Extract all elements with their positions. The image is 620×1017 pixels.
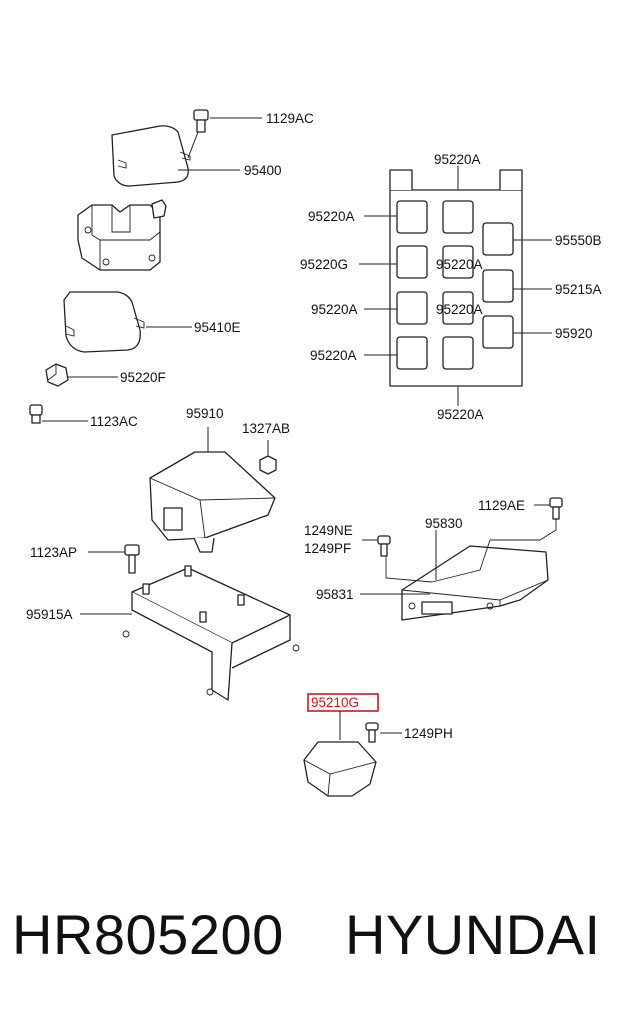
label-1123AC: 1123AC	[90, 414, 138, 429]
label-95400: 95400	[244, 163, 282, 178]
bolt-1129AE-icon	[549, 497, 563, 520]
label-95830: 95830	[425, 516, 463, 531]
label-1249PF: 1249PF	[304, 541, 351, 556]
label-95410E: 95410E	[194, 320, 241, 335]
label-95920: 95920	[555, 326, 593, 341]
label-95220A-top: 95220A	[434, 152, 481, 167]
bolt-1123AC-icon	[29, 404, 43, 424]
brand-name: HYUNDAI	[345, 903, 601, 966]
nut-1327AB-icon	[259, 455, 277, 475]
module-95830	[385, 518, 557, 621]
bolt-1129AC-icon	[193, 109, 209, 133]
parts-diagram: 1129AC 95400 95410E 95220F 1123AC 95910 …	[26, 109, 602, 797]
label-1249NE: 1249NE	[304, 523, 353, 538]
label-1123AP: 1123AP	[30, 545, 77, 560]
label-95215A: 95215A	[555, 282, 602, 297]
label-1129AC: 1129AC	[266, 111, 314, 126]
label-95220A-bottom: 95220A	[437, 407, 484, 422]
label-95220A-mid2: 95220A	[436, 302, 483, 317]
bracket-assembly	[77, 199, 167, 271]
label-95220A-2: 95220A	[311, 302, 358, 317]
relay-box	[389, 169, 523, 387]
bolt-1249NE-icon	[377, 535, 391, 557]
cover-95400	[111, 125, 191, 187]
part-number: HR805200	[12, 903, 284, 966]
label-1249PH: 1249PH	[404, 726, 453, 741]
label-95831: 95831	[316, 587, 354, 602]
label-95550B: 95550B	[555, 233, 602, 248]
footer: HR805200 HYUNDAI	[0, 895, 620, 985]
sensor-95210G	[303, 741, 377, 797]
bracket-95915A	[122, 565, 300, 701]
cover-95410E	[63, 291, 145, 353]
airbag-module-95910	[149, 451, 276, 553]
label-95220A-3: 95220A	[310, 348, 357, 363]
sensor-95220F-icon	[45, 363, 69, 387]
screw-1249PH-icon	[365, 722, 379, 743]
label-1129AE: 1129AE	[478, 498, 525, 513]
label-95220A-mid1: 95220A	[436, 257, 483, 272]
highlight-box	[307, 693, 379, 712]
bolt-1123AP-icon	[124, 544, 140, 574]
label-95210G: 95210G	[311, 695, 359, 710]
label-95915A: 95915A	[26, 607, 73, 622]
label-95220A-1: 95220A	[308, 209, 355, 224]
label-95220F: 95220F	[120, 370, 166, 385]
label-95910: 95910	[186, 406, 224, 421]
label-1327AB: 1327AB	[242, 421, 290, 436]
label-95220G: 95220G	[300, 257, 348, 272]
